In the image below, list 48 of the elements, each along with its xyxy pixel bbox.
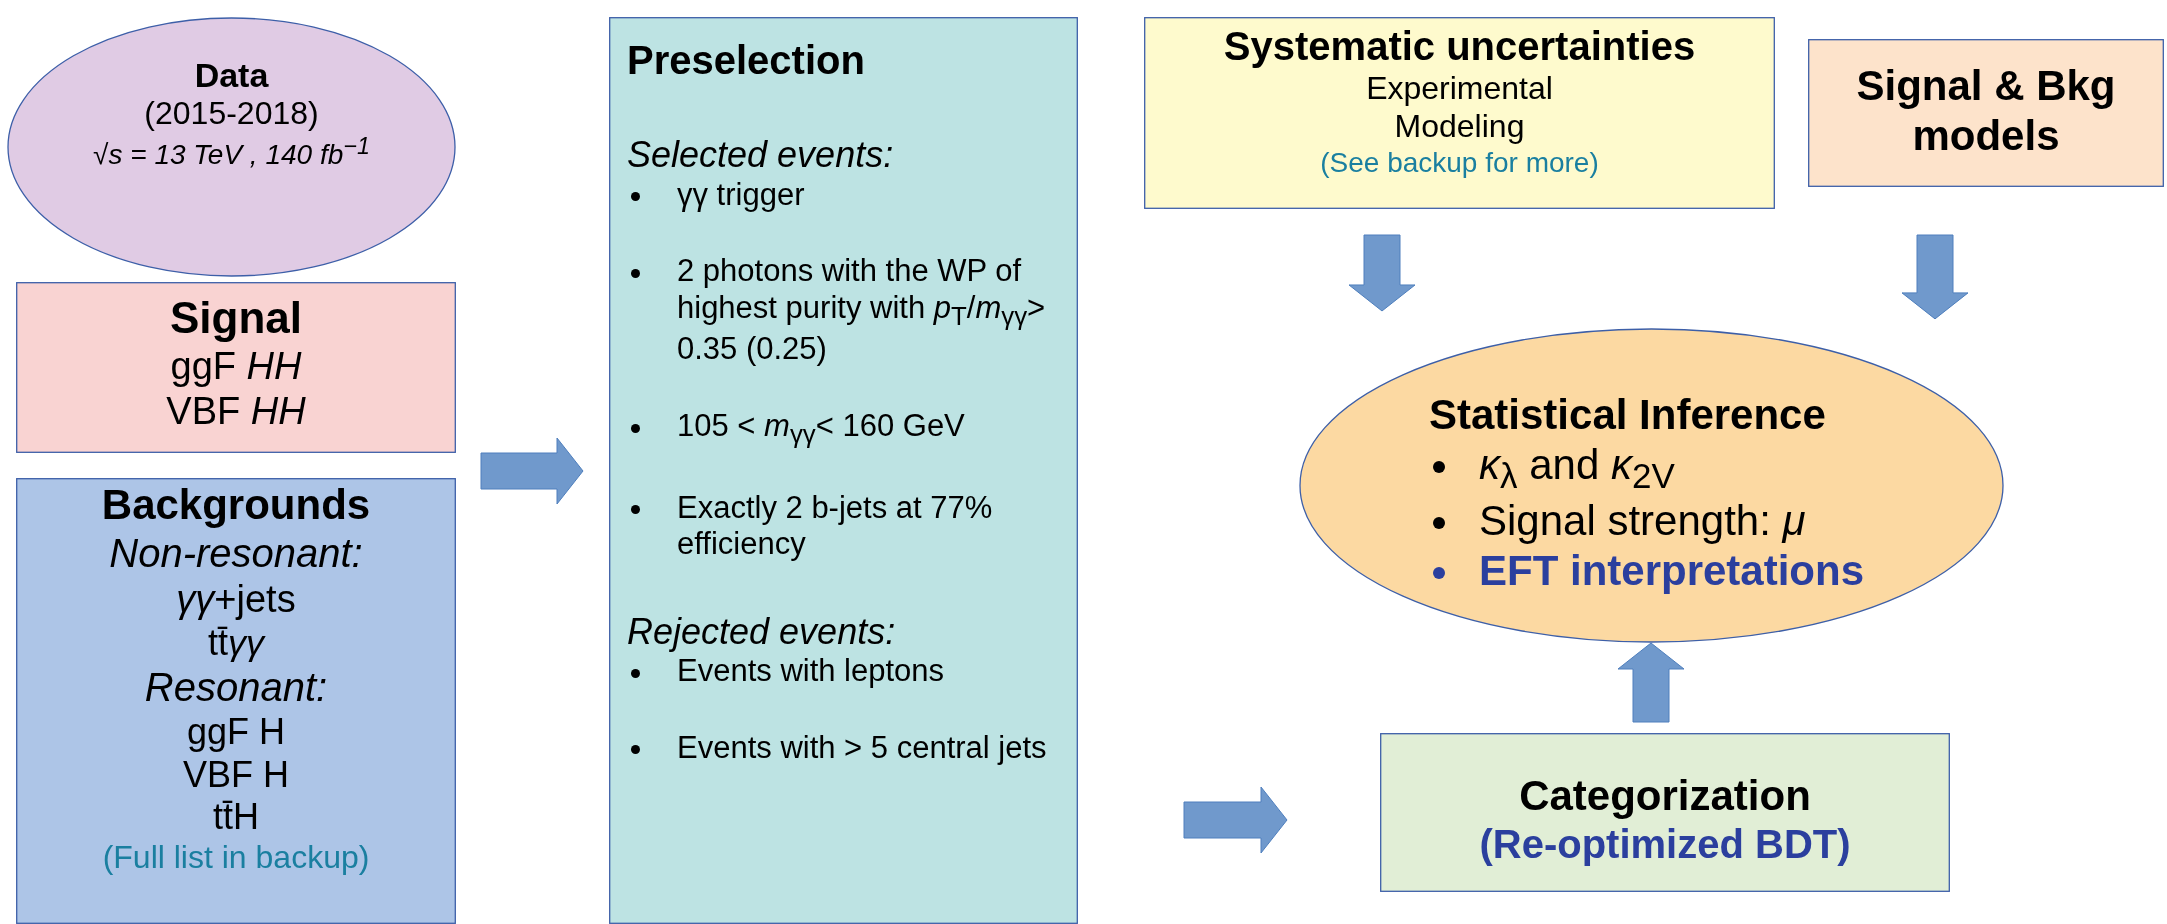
date-range: (2015-2018) — [143, 95, 320, 133]
signal-box — [16, 282, 456, 453]
block-arrow — [480, 437, 584, 505]
process-label: γγ+jets — [175, 576, 297, 622]
models-box — [1808, 39, 2164, 187]
heading: Preselection — [627, 37, 866, 84]
heading: Data — [193, 55, 270, 96]
data-ellipse — [7, 17, 456, 277]
energy-luminosity: √s = 13 TeV , 140 fb$^{−1}$ — [92, 132, 371, 172]
section-heading: Selected events: — [627, 134, 895, 177]
bullet-item: EFT interpretations — [1479, 545, 1866, 596]
heading: Signal — [169, 292, 303, 344]
block-arrow — [1901, 234, 1969, 320]
process-label: VBF H — [182, 753, 290, 797]
method-label: (Re-optimized BDT) — [1478, 820, 1852, 868]
bullet-item: Events with > 5 central jets — [677, 729, 1048, 767]
heading: Signal & Bkg models — [1855, 61, 2117, 161]
process-label: tt̄γγ — [207, 621, 267, 665]
block-arrow — [1348, 234, 1416, 312]
heading: Systematic uncertainties — [1222, 23, 1697, 70]
note: (Full list in backup) — [101, 838, 371, 877]
bullet-item: 2 photons with the WP of highest purity with p$_{T}$/m$_{γγ}$> 0.35 (0.25) — [677, 253, 1047, 369]
process-label: tt̄H — [212, 796, 260, 839]
categorization-box — [1380, 733, 1950, 892]
heading: Backgrounds — [100, 480, 372, 530]
section-heading: Rejected events: — [627, 610, 897, 654]
note: (See backup for more) — [1319, 145, 1600, 179]
heading: Categorization — [1518, 771, 1812, 821]
process-label: ggF HH — [169, 343, 303, 389]
bullet-item: γγ trigger — [677, 176, 806, 214]
bullet-item: Events with leptons — [677, 653, 946, 690]
bullet-item: Signal strength: μ — [1479, 496, 1807, 546]
bullet-item: κ$_{λ}$ and κ$_{2V}$ — [1479, 439, 1676, 497]
category-label: Non-resonant: — [108, 529, 364, 577]
process-label: ggF H — [185, 711, 286, 754]
block-arrow — [1617, 642, 1685, 723]
backgrounds-box — [16, 478, 456, 924]
systematics-box — [1144, 17, 1775, 209]
preselection-box — [609, 17, 1078, 924]
bullet-item: 105 < m$_{γγ}$< 160 GeV — [677, 408, 966, 450]
process-label: VBF HH — [165, 388, 307, 434]
bullet-item: Exactly 2 b-jets at 77% efficiency — [677, 489, 994, 563]
item-label: Experimental — [1365, 70, 1554, 108]
inference-ellipse — [1299, 328, 2004, 643]
item-label: Modeling — [1393, 107, 1526, 146]
heading: Statistical Inference — [1429, 390, 1827, 440]
category-label: Resonant: — [143, 664, 329, 712]
block-arrow — [1183, 786, 1288, 854]
